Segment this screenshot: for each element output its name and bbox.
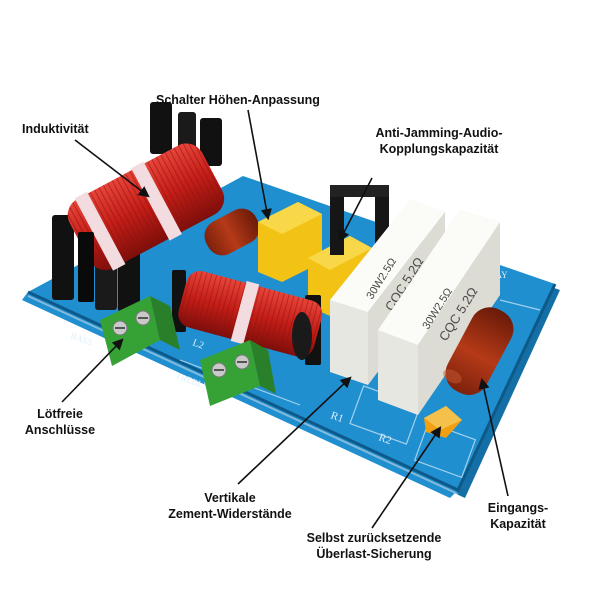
terminal-block-treble [200, 340, 276, 406]
arrow-terminals [61, 338, 124, 403]
label-r2: R2 [377, 432, 393, 448]
arrow-coupling-cap [338, 177, 373, 242]
callout-inductance: Induktivität [22, 122, 89, 136]
arrow-fuse [371, 426, 442, 529]
callout-arrows [61, 109, 509, 529]
arrow-treble-switch [247, 109, 272, 221]
label-bass: BASS [69, 330, 94, 347]
label-l2: L2 [191, 337, 205, 351]
input-film-capacitor [443, 307, 514, 396]
callout-terminals-line1: Lötfreie [37, 407, 83, 421]
film-capacitor-small [204, 208, 260, 256]
cement-resistor-2: 30W2.5Ω CQC 5.2Ω [378, 210, 500, 415]
inductor-small [172, 270, 323, 365]
callout-fuse: Selbst zurücksetzende Überlast-Sicherung [285, 530, 463, 562]
label-r1: R1 [329, 410, 345, 426]
arrow-resistors [237, 376, 352, 485]
callout-terminals: Lötfreie Anschlüsse [10, 406, 110, 438]
arrow-input-cap [478, 377, 509, 497]
callout-treble-switch: Schalter Höhen-Anpassung [156, 93, 320, 107]
heatsink-clip [330, 185, 389, 255]
callout-input-cap: Eingangs- Kapazität [470, 500, 566, 532]
callout-resistors-line1: Vertikale [204, 491, 256, 505]
callout-resistors: Vertikale Zement-Widerstände [150, 490, 310, 522]
callout-coupling-cap-line1: Anti-Jamming-Audio- [375, 126, 503, 140]
callout-fuse-line2: Überlast-Sicherung [316, 547, 432, 561]
callout-resistors-line2: Zement-Widerstände [168, 507, 292, 521]
arrow-inductance [74, 139, 150, 198]
callout-input-cap-line2: Kapazität [490, 517, 546, 531]
callout-coupling-cap-line2: Kopplungskapazität [379, 142, 499, 156]
callout-input-cap-line1: Eingangs- [487, 501, 549, 515]
callout-fuse-line1: Selbst zurücksetzende [306, 531, 442, 545]
callout-coupling-cap: Anti-Jamming-Audio- Kopplungskapazität [355, 125, 523, 157]
callout-terminals-line2: Anschlüsse [24, 423, 96, 437]
inductor-large [52, 102, 225, 312]
